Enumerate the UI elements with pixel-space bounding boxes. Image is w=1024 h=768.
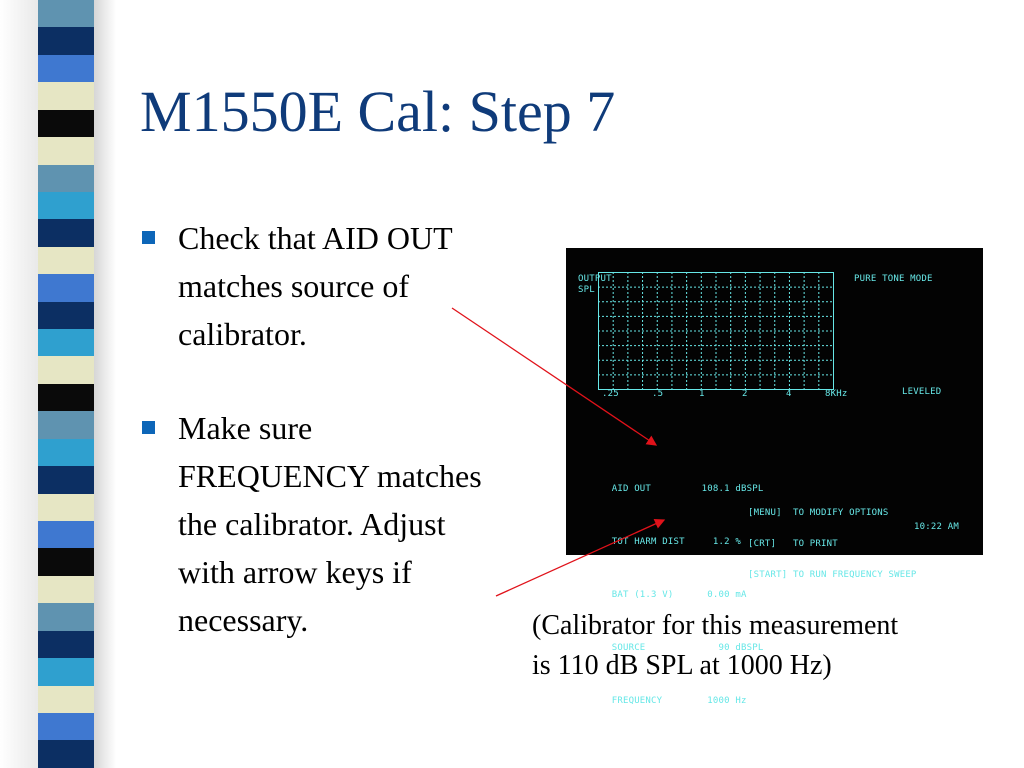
stripe-segment: [38, 329, 94, 357]
mode-indicator: PURE TONE MODE: [854, 274, 933, 284]
readout-label: BAT (1.3 V): [611, 590, 674, 600]
freq-tick-label: 1: [699, 389, 705, 399]
readout-value: 1.2: [712, 537, 730, 547]
stripe-segment: [38, 603, 94, 631]
stripe-segment: [38, 246, 94, 275]
readout-label: TOT HARM DIST: [611, 537, 685, 547]
stripe-segment: [38, 54, 94, 83]
stripe-segment: [38, 466, 94, 494]
readout-label: FREQUENCY: [611, 696, 663, 706]
bullet-text: Make sure FREQUENCY matches the calibrat…: [178, 410, 482, 638]
stripe-segment: [38, 82, 94, 110]
stripe-segment: [38, 383, 94, 412]
bullet-item-frequency: Make sure FREQUENCY matches the calibrat…: [142, 404, 562, 644]
stripe-segment: [38, 438, 94, 467]
stripe-segment: [38, 658, 94, 686]
freq-tick-label: .25: [602, 389, 619, 399]
bullet-list: Check that AID OUT matches source of cal…: [142, 214, 562, 644]
readout-row-source: SOURCE 90 dBSPL: [578, 632, 764, 665]
leveled-status: LEVELED: [902, 387, 942, 397]
readout-table: AID OUT 108.1 dBSPL TOT HARM DIST 1.2 % BA…: [578, 453, 764, 738]
bullet-item-aid-out: Check that AID OUT matches source of cal…: [142, 214, 562, 358]
readout-unit: Hz: [735, 696, 747, 706]
readout-unit: dBSPL: [735, 484, 764, 494]
stripe-segment: [38, 27, 94, 55]
readout-value: 0.00: [707, 590, 730, 600]
readout-unit: mA: [735, 590, 747, 600]
readout-value: 1000: [707, 696, 730, 706]
bullet-text: Check that AID OUT matches source of cal…: [178, 220, 453, 352]
readout-row-aid-out: AID OUT 108.1 dBSPL: [578, 473, 764, 506]
stripe-segment: [38, 137, 94, 165]
stripe-segment: [38, 521, 94, 549]
readout-unit: dBSPL: [735, 643, 764, 653]
slide-title: M1550E Cal: Step 7: [140, 79, 616, 144]
frequency-response-grid: [598, 272, 834, 390]
freq-tick-label: 4: [786, 389, 792, 399]
square-bullet-icon: [142, 231, 155, 244]
graph-axis-label-spl: SPL: [578, 285, 595, 295]
stripe-segment: [38, 548, 94, 576]
graph-axis-label-output: OUTPUT: [578, 274, 612, 284]
freq-tick-label: 8KHz: [825, 389, 848, 399]
analyzer-screen-photo: OUTPUT SPL PURE TONE MODE .25 .5 1 2 4 8…: [566, 248, 983, 706]
menu-instructions: [MENU] TO MODIFY OPTIONS [CRT] TO PRINT …: [748, 488, 917, 601]
freq-tick-label: .5: [652, 389, 664, 399]
readout-unit: %: [735, 537, 741, 547]
readout-row-frequency: FREQUENCY 1000 Hz: [578, 685, 763, 718]
readout-label: SOURCE: [611, 643, 646, 653]
stripe-segment: [38, 685, 94, 713]
decorative-stripe-bar: [38, 0, 94, 768]
sidebar-left-shadow: [0, 0, 38, 768]
stripe-segment: [38, 630, 94, 659]
readout-row-harmonic-distortion: TOT HARM DIST 1.2 %: [578, 526, 763, 559]
menu-line: [MENU] TO MODIFY OPTIONS: [748, 508, 889, 518]
readout-value: 90: [718, 643, 730, 653]
stripe-bar-shadow: [94, 0, 116, 768]
stripe-segment: [38, 164, 94, 192]
square-bullet-icon: [142, 421, 155, 434]
stripe-segment: [38, 274, 94, 302]
stripe-segment: [38, 191, 94, 220]
stripe-segment: [38, 575, 94, 604]
calibrator-note: (Calibrator for this measurement is 110 …: [532, 610, 899, 681]
stripe-segment: [38, 301, 94, 330]
readout-value: 108.1: [701, 484, 730, 494]
readout-label: AID OUT: [611, 484, 652, 494]
stripe-segment: [38, 493, 94, 522]
stripe-segment: [38, 109, 94, 138]
stripe-segment: [38, 219, 94, 247]
stripe-segment: [38, 712, 94, 741]
menu-line: [START] TO RUN FREQUENCY SWEEP: [748, 570, 917, 580]
stripe-segment: [38, 411, 94, 439]
stripe-segment: [38, 0, 94, 28]
freq-tick-label: 2: [742, 389, 748, 399]
stripe-segment: [38, 356, 94, 384]
menu-line: [CRT] TO PRINT: [748, 539, 838, 549]
clock-readout: 10:22 AM: [914, 522, 959, 532]
stripe-segment: [38, 740, 94, 768]
